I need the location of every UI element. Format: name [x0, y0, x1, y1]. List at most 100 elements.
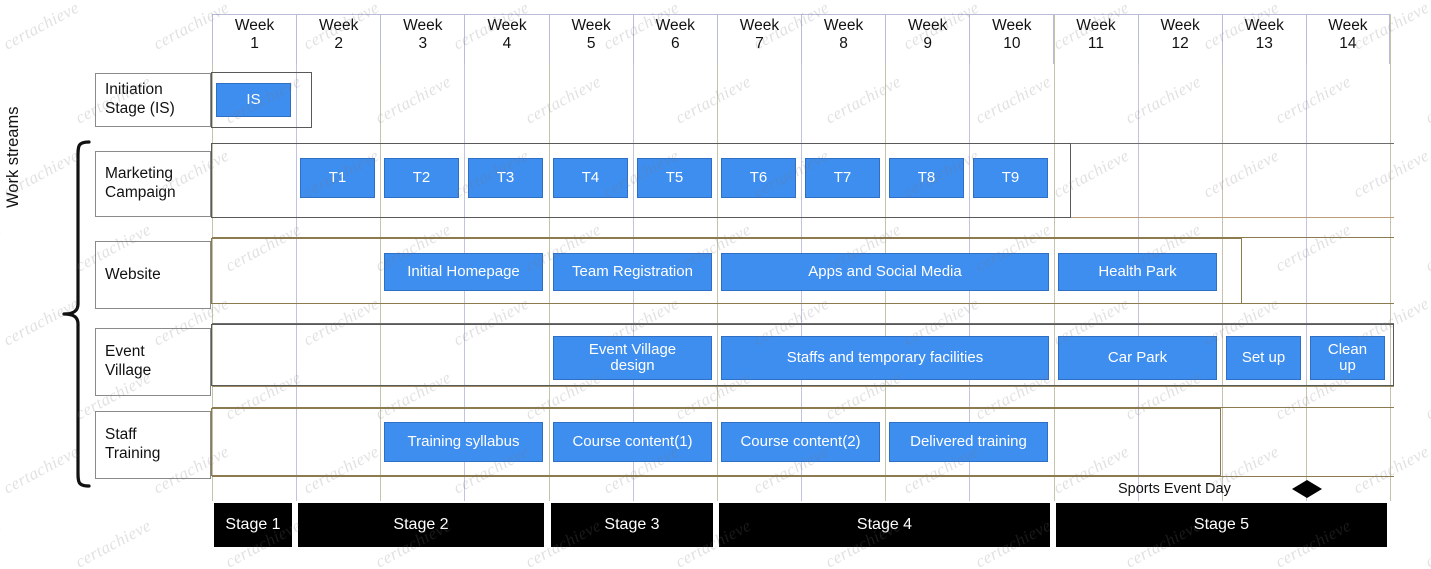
row-label-text: Initiation Stage (IS)	[105, 81, 175, 117]
task-bar-label: T1	[328, 169, 347, 187]
stage-bar-label: Stage 5	[1193, 516, 1250, 533]
task-bar[interactable]: T3	[468, 158, 543, 198]
gridline-week-14	[1306, 14, 1307, 501]
row-label-staff[interactable]: Staff Training	[95, 411, 211, 479]
stage-bar[interactable]: Stage 4	[719, 503, 1050, 547]
task-bar-label: T3	[496, 169, 515, 187]
watermark-text: certachieve	[0, 515, 5, 569]
row-label-website[interactable]: Website	[95, 241, 211, 309]
week-header-prefix: Week	[655, 17, 695, 34]
task-bar-label: Team Registration	[572, 263, 693, 281]
watermark-text: certachieve	[1272, 219, 1355, 276]
stage-bar-label: Stage 4	[856, 516, 913, 533]
watermark-text: certachieve	[1122, 71, 1205, 128]
row-label-marketing[interactable]: Marketing Campaign	[95, 151, 211, 217]
task-bar[interactable]: Clean up	[1310, 336, 1385, 380]
row-separator-6	[212, 407, 1394, 408]
task-bar[interactable]: Apps and Social Media	[721, 253, 1049, 291]
task-bar[interactable]: T1	[300, 158, 375, 198]
task-bar[interactable]: Car Park	[1058, 336, 1217, 380]
row-label-initiation[interactable]: Initiation Stage (IS)	[95, 73, 211, 127]
task-bar-label: T6	[749, 169, 768, 187]
week-header-prefix: Week	[403, 17, 443, 34]
task-bar[interactable]: Course content(1)	[553, 422, 712, 462]
task-bar[interactable]: T4	[553, 158, 628, 198]
stream-container-event	[211, 324, 1394, 386]
task-bar[interactable]: IS	[216, 83, 291, 117]
row-separator-5	[212, 386, 1394, 387]
task-bar[interactable]: Health Park	[1058, 253, 1217, 291]
week-header-prefix: Week	[319, 17, 359, 34]
work-streams-label: Work streams	[4, 106, 22, 208]
week-header-number: 12	[1171, 35, 1189, 53]
stage-bar-label: Stage 3	[604, 516, 660, 533]
task-bar-label: Health Park	[1098, 263, 1177, 281]
watermark-text: certachieve	[1422, 515, 1431, 569]
row-label-text: Marketing Campaign	[105, 165, 176, 201]
week-header-number: 4	[502, 35, 512, 53]
stage-bar-label: Stage 1	[225, 516, 281, 533]
stage-bar[interactable]: Stage 1	[214, 503, 292, 547]
task-bar[interactable]: T6	[721, 158, 796, 198]
week-header-prefix: Week	[234, 17, 275, 34]
week-header-number: 8	[839, 35, 848, 53]
task-bar[interactable]: Set up	[1226, 336, 1301, 380]
task-bar-label: Event Village design	[588, 341, 677, 374]
week-header-prefix: Week	[1076, 17, 1116, 34]
stream-container-staff	[211, 408, 1221, 476]
task-bar[interactable]: Course content(2)	[721, 422, 880, 462]
task-bar-label: Delivered training	[910, 433, 1027, 451]
task-bar[interactable]: T2	[384, 158, 459, 198]
work-streams-brace	[62, 140, 91, 488]
task-bar[interactable]: T7	[805, 158, 880, 198]
week-header-prefix: Week	[1160, 17, 1200, 34]
week-header-number: 9	[923, 35, 932, 53]
stage-bar[interactable]: Stage 5	[1056, 503, 1387, 547]
week-header-number: 10	[1003, 35, 1021, 53]
task-bar[interactable]: Event Village design	[553, 336, 712, 380]
task-bar[interactable]: T8	[889, 158, 964, 198]
task-bar[interactable]: Training syllabus	[384, 422, 543, 462]
task-bar[interactable]: Team Registration	[553, 253, 712, 291]
task-bar[interactable]: Staffs and temporary facilities	[721, 336, 1049, 380]
task-bar[interactable]: T9	[973, 158, 1048, 198]
row-separator-7	[212, 476, 1394, 477]
task-bar-label: Set up	[1241, 349, 1286, 367]
gridline-week-13	[1222, 14, 1223, 501]
task-bar[interactable]: T5	[637, 158, 712, 198]
week-header-prefix: Week	[1328, 17, 1368, 34]
task-bar-label: Course content(1)	[572, 433, 693, 451]
week-header-prefix: Week	[571, 17, 611, 34]
week-header-number: 14	[1339, 35, 1357, 53]
watermark-text: certachieve	[1422, 367, 1431, 424]
gridline-week-1	[212, 14, 213, 501]
row-label-event[interactable]: Event Village	[95, 328, 211, 396]
task-bar-label: Initial Homepage	[407, 263, 520, 281]
week-header-prefix: Week	[739, 17, 780, 34]
week-header-prefix: Week	[992, 17, 1032, 34]
stage-bar[interactable]: Stage 2	[298, 503, 544, 547]
week-header-prefix: Week	[1244, 17, 1284, 34]
gridline-week-2	[296, 14, 297, 501]
week-header-number: 2	[334, 35, 344, 53]
row-label-text: Staff Training	[105, 426, 161, 462]
task-bar-label: T5	[665, 169, 684, 187]
milestone-diamond-icon	[1292, 480, 1322, 498]
week-header-number: 5	[586, 35, 596, 53]
task-bar[interactable]: Initial Homepage	[384, 253, 543, 291]
watermark-text: certachieve	[672, 71, 755, 128]
task-bar-label: T4	[581, 169, 600, 187]
task-bar-label: T8	[917, 169, 936, 187]
task-bar-label: Course content(2)	[740, 433, 861, 451]
task-bar-label: Training syllabus	[407, 433, 520, 451]
task-bar[interactable]: Delivered training	[889, 422, 1048, 462]
watermark-text: certachieve	[1422, 71, 1431, 128]
stage-bar[interactable]: Stage 3	[551, 503, 713, 547]
watermark-text: certachieve	[72, 515, 155, 569]
